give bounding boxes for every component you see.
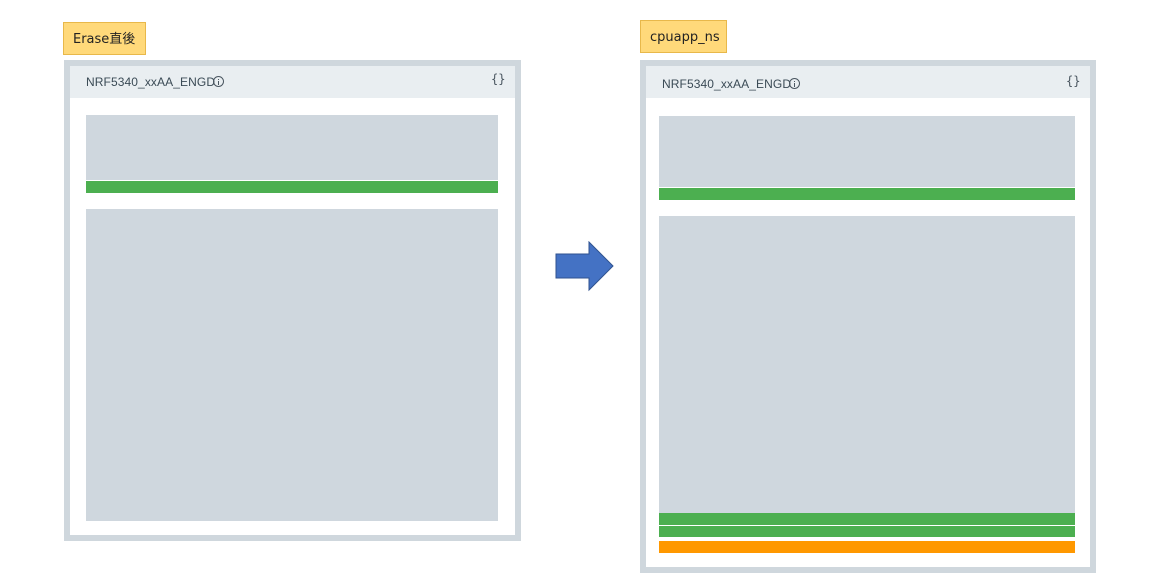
memory-segment-green[interactable] <box>659 513 1075 525</box>
info-circle-icon[interactable] <box>789 78 800 89</box>
erase-state-label: Erase直後 <box>63 22 146 55</box>
braces-icon[interactable]: {} <box>1066 74 1081 88</box>
memory-region-top[interactable] <box>86 115 498 180</box>
memory-segment-green[interactable] <box>86 181 498 193</box>
memory-segment-orange[interactable] <box>659 541 1075 553</box>
cpuapp-ns-label: cpuapp_ns <box>640 20 727 53</box>
memory-region-main[interactable] <box>659 216 1075 513</box>
device-name: NRF5340_xxAA_ENGD <box>86 75 216 89</box>
device-memory-panel-after: NRF5340_xxAA_ENGD {} <box>640 60 1096 573</box>
braces-icon[interactable]: {} <box>491 72 506 86</box>
device-name: NRF5340_xxAA_ENGD <box>662 77 792 91</box>
panel-header: NRF5340_xxAA_ENGD {} <box>70 66 515 98</box>
panel-header: NRF5340_xxAA_ENGD {} <box>646 66 1090 98</box>
memory-segment-green[interactable] <box>659 526 1075 537</box>
info-circle-icon[interactable] <box>213 76 224 87</box>
right-arrow-icon <box>555 241 614 292</box>
memory-region-top[interactable] <box>659 116 1075 187</box>
memory-region-main[interactable] <box>86 209 498 521</box>
device-memory-panel-before: NRF5340_xxAA_ENGD {} <box>64 60 521 541</box>
memory-segment-green[interactable] <box>659 188 1075 200</box>
